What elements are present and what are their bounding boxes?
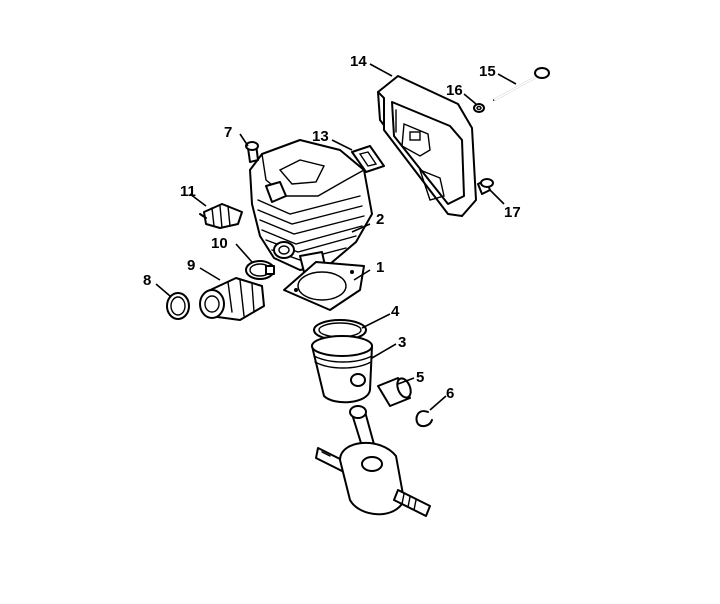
callout-17: 17: [504, 204, 521, 221]
crankshaft: [315, 405, 431, 517]
hose-clamp: [245, 260, 275, 280]
callout-14: 14: [350, 53, 367, 70]
piston: [311, 335, 373, 404]
callout-4: 4: [391, 303, 400, 320]
callout-1: 1: [376, 259, 384, 276]
callout-15: 15: [479, 63, 496, 80]
callout-16: 16: [446, 82, 463, 99]
intake-manifold: [199, 277, 265, 321]
cylinder: [249, 139, 373, 273]
callout-7: 7: [224, 124, 232, 141]
washer: [473, 103, 485, 113]
muffler-cover: [377, 75, 477, 217]
callout-labels: 1 2 3 4 5 6 7 8 9 10 11 13 14 15 16 17: [143, 53, 521, 402]
spark-plug: [199, 203, 243, 229]
base-gasket: [283, 261, 365, 311]
callout-8: 8: [143, 272, 151, 289]
leader-lines: [155, 63, 517, 411]
callout-5: 5: [416, 369, 424, 386]
callout-6: 6: [446, 385, 454, 402]
screw-7: [245, 141, 259, 163]
long-bolt: [493, 67, 550, 101]
callout-13: 13: [312, 128, 329, 145]
circlip: [415, 410, 433, 428]
callout-11: 11: [180, 183, 196, 200]
callout-9: 9: [187, 257, 195, 274]
muffler-gasket: [351, 145, 385, 173]
callout-2: 2: [376, 211, 384, 228]
callout-3: 3: [398, 334, 406, 351]
piston-ring: [313, 319, 367, 341]
ring-clamp: [166, 292, 190, 320]
callout-10: 10: [211, 235, 228, 252]
